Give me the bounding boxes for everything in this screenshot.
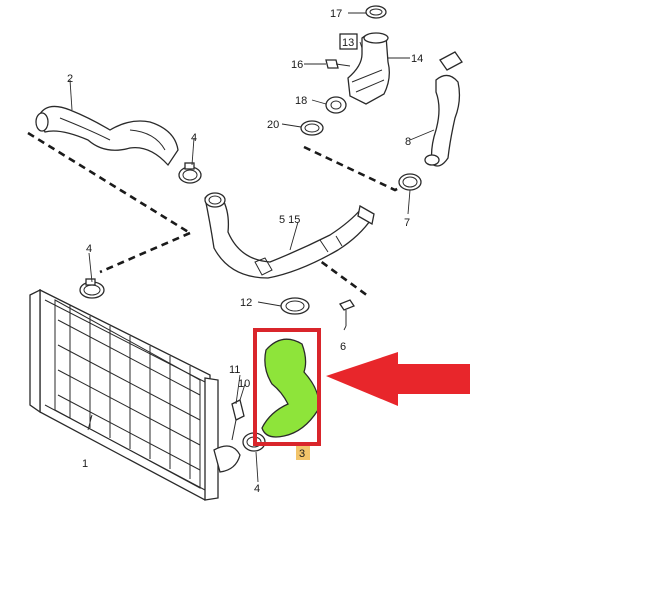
bolt-6 bbox=[339, 299, 355, 326]
label-part-2: 2 bbox=[67, 73, 73, 85]
label-part-8: 8 bbox=[405, 136, 411, 148]
clamp-upper bbox=[178, 162, 202, 184]
charge-pipe bbox=[204, 192, 375, 279]
dashed-line-right-upper bbox=[303, 145, 421, 192]
hose-upper-left bbox=[35, 105, 179, 167]
label-part-6: 6 bbox=[340, 341, 346, 353]
label-part-20: 20 bbox=[267, 119, 279, 131]
label-part-7: 7 bbox=[404, 217, 410, 229]
intercooler bbox=[29, 288, 241, 501]
label-part-4-left: 4 bbox=[86, 243, 92, 255]
bracket-10-11 bbox=[231, 399, 245, 441]
label-part-17: 17 bbox=[330, 8, 342, 20]
bolt-16 bbox=[325, 59, 351, 69]
leader-lines bbox=[69, 12, 435, 483]
seal-17 bbox=[365, 5, 387, 19]
label-part-10: 10 bbox=[238, 378, 250, 390]
highlighted-hose-3 bbox=[261, 338, 320, 438]
red-arrow bbox=[326, 352, 470, 406]
label-part-1: 1 bbox=[82, 458, 88, 470]
clamp-20 bbox=[300, 120, 324, 136]
label-part-13: 13 bbox=[342, 37, 354, 49]
highlight-box bbox=[253, 328, 321, 446]
label-part-4-lower: 4 bbox=[254, 483, 260, 495]
label-part-11: 11 bbox=[229, 364, 240, 376]
clamp-7 bbox=[398, 173, 422, 191]
dashed-line-left-upper bbox=[27, 131, 191, 235]
clamp-left bbox=[79, 278, 105, 299]
label-part-13-box bbox=[339, 33, 358, 50]
label-part-18: 18 bbox=[295, 95, 307, 107]
dashed-line-left-lower bbox=[99, 231, 191, 274]
label-part-3-tag bbox=[296, 446, 310, 460]
hose-upper-right bbox=[424, 51, 463, 167]
seal-18 bbox=[325, 96, 347, 114]
part-labels: 1 2 3 4 4 4 5 15 6 7 8 10 11 12 13 14 16… bbox=[67, 8, 423, 495]
label-part-16: 16 bbox=[291, 59, 303, 71]
label-part-14: 14 bbox=[411, 53, 423, 65]
dashed-line-right-lower bbox=[311, 253, 369, 298]
label-part-4-upper: 4 bbox=[191, 132, 197, 144]
label-part-5-15: 5 15 bbox=[279, 214, 300, 226]
label-part-12: 12 bbox=[240, 297, 252, 309]
throttle-housing bbox=[347, 32, 390, 105]
clamp-12 bbox=[280, 297, 310, 315]
label-part-3: 3 bbox=[299, 448, 305, 460]
